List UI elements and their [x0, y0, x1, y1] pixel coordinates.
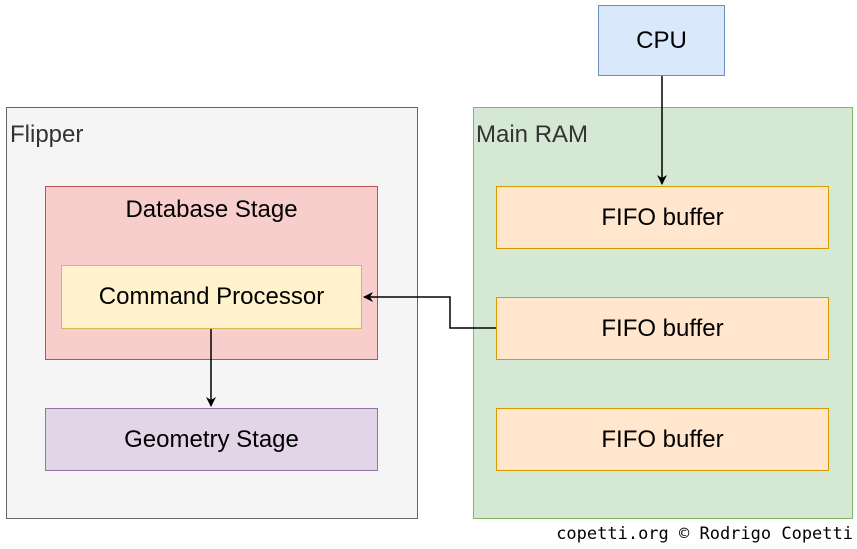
fifo-buffer-label: FIFO buffer	[601, 425, 724, 453]
fifo-buffer-box: FIFO buffer	[496, 297, 829, 360]
command-processor-label: Command Processor	[98, 283, 325, 310]
geometry-stage-box: Geometry Stage	[45, 408, 378, 471]
geometry-stage-label: Geometry Stage	[124, 425, 299, 453]
fifo-buffer-label: FIFO buffer	[601, 314, 724, 342]
credit-text: copetti.org © Rodrigo Copetti	[556, 524, 853, 544]
flipper-label: Flipper	[10, 121, 84, 148]
cpu-box: CPU	[598, 5, 725, 76]
main-ram-label: Main RAM	[476, 121, 589, 148]
cpu-label: CPU	[636, 26, 687, 54]
fifo-buffer-label: FIFO buffer	[601, 203, 724, 231]
fifo-buffer-box: FIFO buffer	[496, 186, 829, 249]
command-processor-box: Command Processor	[61, 265, 362, 329]
fifo-buffer-box: FIFO buffer	[496, 408, 829, 471]
database-stage-label: Database Stage	[125, 196, 298, 223]
